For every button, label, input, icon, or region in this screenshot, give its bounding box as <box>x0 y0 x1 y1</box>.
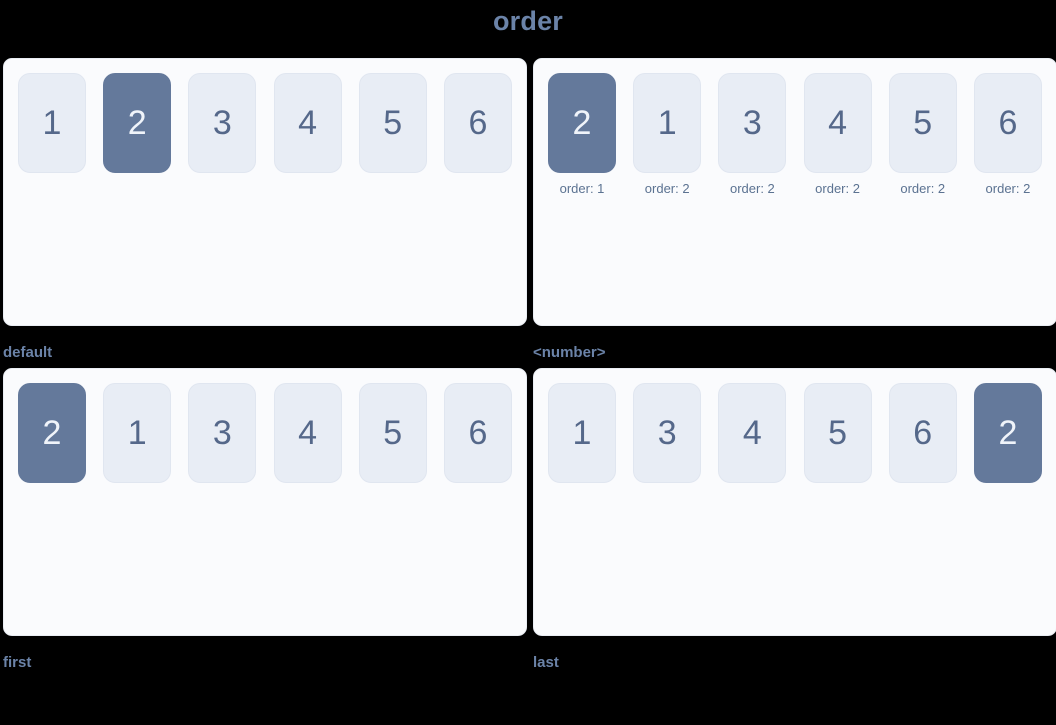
flex-item: 2 <box>973 383 1042 483</box>
flex-item: 4 <box>718 383 787 483</box>
flex-container-panel: 2 order: 1 1 order: 2 3 order: 2 4 order: 2 5 ord… <box>533 58 1056 326</box>
flex-item: 1 <box>103 383 172 483</box>
flex-item-order-label: order: 2 <box>644 181 690 196</box>
flex-item-box[interactable]: 5 <box>888 73 957 173</box>
flex-item-box[interactable]: 1 <box>18 73 86 173</box>
flex-item: 5 <box>358 383 427 483</box>
flex-item-box[interactable]: 3 <box>188 73 257 173</box>
page-title: order <box>492 6 564 36</box>
flex-item-order-label: order: 1 <box>559 181 605 196</box>
demo-cell: 2 order: 1 1 order: 2 3 order: 2 4 order: 2 5 ord… <box>530 58 1056 368</box>
flex-item: 3 <box>188 383 257 483</box>
flex-item: 4 <box>273 73 342 173</box>
flex-item-box[interactable]: 6 <box>443 383 512 483</box>
flex-item-box-highlighted[interactable]: 2 <box>103 73 172 173</box>
flex-item-box-highlighted[interactable]: 2 <box>973 383 1042 483</box>
flex-item-order-label: order: 2 <box>900 181 946 196</box>
flex-item: 1 order: 2 <box>633 73 702 196</box>
flex-item-box[interactable]: 4 <box>273 383 342 483</box>
flex-item: 2 order: 1 <box>548 73 616 195</box>
flex-item-box[interactable]: 6 <box>973 73 1042 173</box>
flex-item-box[interactable]: 3 <box>633 383 702 483</box>
flex-item-box[interactable]: 1 <box>633 73 702 173</box>
flex-item: 5 order: 2 <box>888 73 957 196</box>
panel-caption: <number> <box>533 344 606 361</box>
flex-item-box[interactable]: 1 <box>103 383 172 483</box>
flex-item: 2 <box>103 73 172 173</box>
panel-caption: default <box>3 344 53 361</box>
flex-item-box-highlighted[interactable]: 2 <box>548 73 616 173</box>
flex-item-box-highlighted[interactable]: 2 <box>18 383 86 483</box>
flex-item: 4 order: 2 <box>803 73 872 196</box>
flex-item: 2 <box>18 383 86 483</box>
flex-item: 6 <box>443 73 512 173</box>
flex-item-box[interactable]: 5 <box>358 383 427 483</box>
flex-item-order-label: order: 2 <box>985 181 1031 196</box>
flex-item-order-label: order: 2 <box>815 181 860 196</box>
flex-item-box[interactable]: 6 <box>888 383 957 483</box>
flex-item-box[interactable]: 4 <box>718 383 787 483</box>
flex-item: 6 <box>443 383 512 483</box>
flex-item: 6 <box>888 383 957 483</box>
panel-caption: last <box>533 654 559 671</box>
flex-item: 4 <box>273 383 342 483</box>
panel-caption: first <box>3 654 32 671</box>
flex-item-box[interactable]: 5 <box>803 383 872 483</box>
flex-item: 3 <box>188 73 257 173</box>
flex-item-order-label: order: 2 <box>729 181 775 196</box>
flex-item-box[interactable]: 4 <box>273 73 342 173</box>
flex-item: 5 <box>803 383 872 483</box>
flex-item-box[interactable]: 6 <box>443 73 512 173</box>
flex-item-box[interactable]: 1 <box>548 383 616 483</box>
flex-item: 1 <box>548 383 616 483</box>
flex-item: 1 <box>18 73 86 173</box>
flex-item-box[interactable]: 4 <box>803 73 872 173</box>
flex-item-box[interactable]: 3 <box>188 383 257 483</box>
flex-item: 3 order: 2 <box>718 73 787 196</box>
flex-item-box[interactable]: 5 <box>358 73 427 173</box>
flex-item: 3 <box>633 383 702 483</box>
flex-item-box[interactable]: 3 <box>718 73 787 173</box>
flex-item: 5 <box>358 73 427 173</box>
flex-item: 6 order: 2 <box>973 73 1042 196</box>
